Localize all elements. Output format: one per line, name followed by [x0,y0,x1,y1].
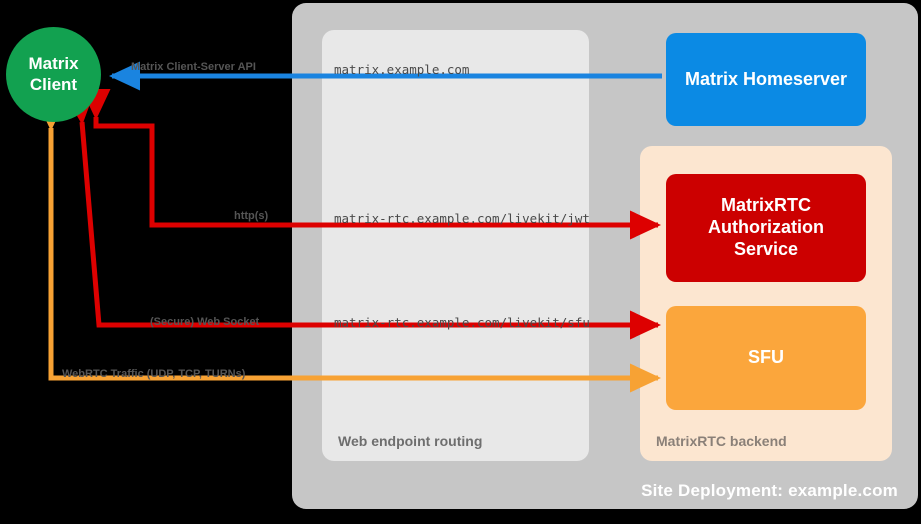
node-matrix-client[interactable]: Matrix Client [6,27,101,122]
endpoint-livekit-jwt: matrix-rtc.example.com/livekit/jwt [334,211,590,226]
web-endpoint-routing-label: Web endpoint routing [338,433,483,449]
endpoint-matrix-example-com: matrix.example.com [334,62,470,77]
label-webrtc-traffic: WebRTC Traffic (UDP, TCP, TURNs) [62,368,246,380]
matrix-client-label-line2: Client [29,74,78,94]
node-sfu[interactable]: SFU [666,306,866,410]
endpoint-livekit-sfu: matrix-rtc.example.com/livekit/sfu [334,315,590,330]
sfu-label: SFU [748,347,784,368]
matrixrtc-backend-label: MatrixRTC backend [656,433,787,449]
matrix-client-label-line1: Matrix [28,54,79,74]
arrow-http-jwt [81,89,662,240]
node-matrixrtc-authorization-service[interactable]: MatrixRTC Authorization Service [666,174,866,282]
matrix-homeserver-label: Matrix Homeserver [684,68,848,89]
label-matrix-client-server-api: Matrix Client-Server API [131,61,256,73]
node-matrix-homeserver[interactable]: Matrix Homeserver [666,33,866,126]
auth-service-label-line1: MatrixRTC [720,195,811,216]
label-https: http(s) [234,210,269,222]
auth-service-label-line2: Authorization [708,217,824,238]
arrow-webrtc-traffic [36,100,662,393]
site-deployment-label: Site Deployment: example.com [641,481,898,500]
label-secure-websocket: (Secure) Web Socket [150,316,260,328]
auth-service-label-line3: Service [733,238,799,259]
